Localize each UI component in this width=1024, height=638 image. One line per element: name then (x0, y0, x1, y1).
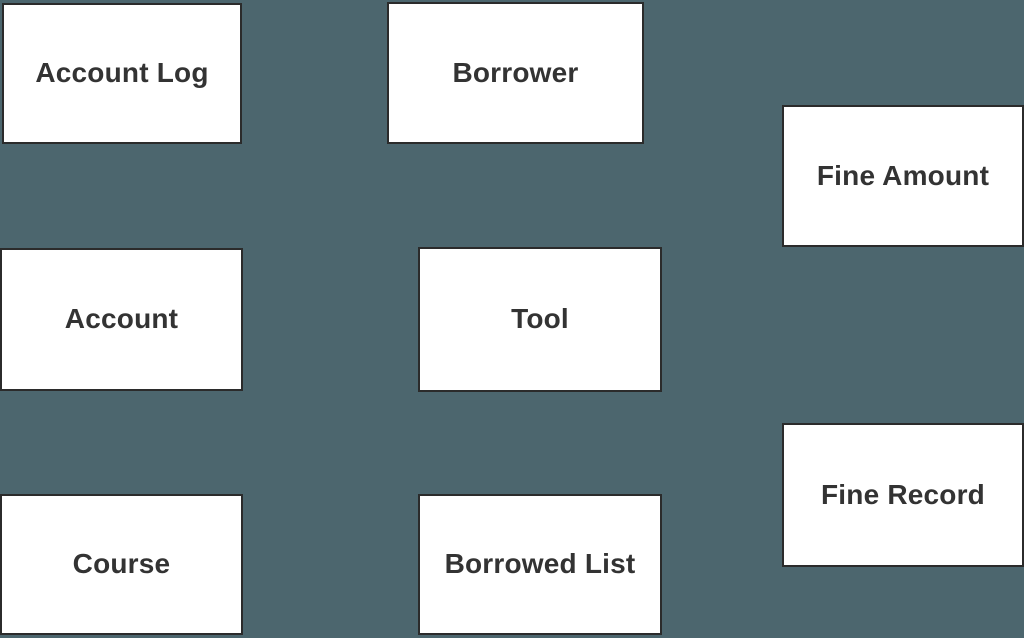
node-fine-record[interactable]: Fine Record (782, 423, 1024, 567)
node-tool[interactable]: Tool (418, 247, 662, 392)
node-borrower-label: Borrower (452, 56, 579, 88)
node-account-label: Account (64, 303, 179, 335)
node-borrowed-list[interactable]: Borrowed List (418, 494, 662, 635)
node-course-label: Course (72, 548, 171, 580)
node-account-log-label: Account Log (35, 57, 209, 89)
node-course[interactable]: Course (0, 494, 243, 635)
node-account-log[interactable]: Account Log (2, 3, 242, 144)
node-borrowed-list-label: Borrowed List (444, 548, 636, 580)
node-account[interactable]: Account (0, 248, 243, 391)
node-fine-record-label: Fine Record (820, 478, 985, 510)
node-fine-amount-label: Fine Amount (816, 159, 990, 191)
node-fine-amount[interactable]: Fine Amount (782, 105, 1024, 247)
node-borrower[interactable]: Borrower (387, 2, 644, 144)
node-tool-label: Tool (511, 303, 569, 335)
